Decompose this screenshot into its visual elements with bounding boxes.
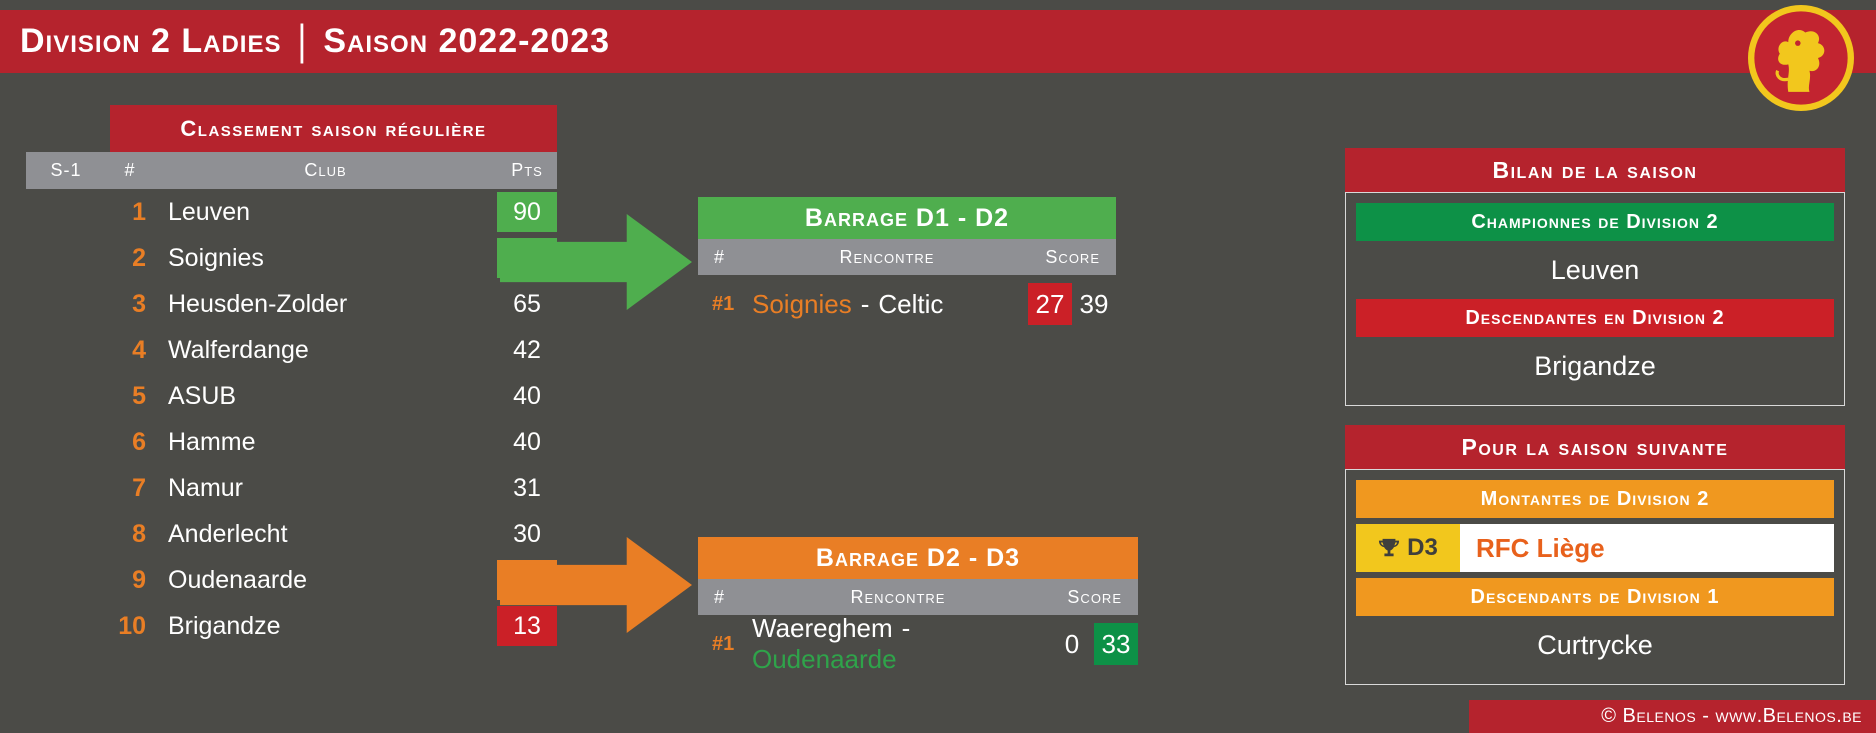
bilan-panel: Championnes de Division 2 Leuven Descend…: [1345, 192, 1845, 406]
points-cell: 40: [513, 427, 541, 456]
points-cell: 65: [513, 289, 541, 318]
col-header-rencontre: Rencontre: [839, 246, 935, 267]
rank: 6: [132, 427, 146, 456]
match-row: #1 Waereghem-Oudenaarde 0 33: [698, 613, 1138, 675]
col-header-rank: #: [124, 160, 136, 180]
home-score: 27: [1028, 283, 1072, 325]
table-row: 4 Walferdange 42: [26, 327, 557, 373]
page-title: Division 2 Ladies | Saison 2022-2023: [20, 17, 611, 65]
champion-label-bar: Championnes de Division 2: [1356, 203, 1834, 241]
relegated-from-d1-label-bar: Descendants de Division 1: [1356, 578, 1834, 616]
rank: 3: [132, 289, 146, 318]
away-score: 33: [1094, 623, 1138, 665]
col-header-s1: S-1: [50, 160, 82, 180]
col-header-match-num: #: [714, 586, 726, 607]
points-cell: 30: [513, 519, 541, 548]
barrage-d2-d3-panel: Barrage D2 - D3 # Rencontre Score #1 Wae…: [698, 537, 1138, 675]
footer-credit-bar: © Belenos - www.Belenos.be: [1469, 700, 1876, 733]
table-row: 8 Anderlecht 30: [26, 511, 557, 557]
home-team: Waereghem: [752, 613, 893, 643]
col-header-score: Score: [1045, 246, 1100, 267]
col-header-match-num: #: [714, 246, 726, 267]
points-cell: 42: [513, 335, 541, 364]
col-header-pts: Pts: [511, 160, 543, 180]
rank: 7: [132, 473, 146, 502]
next-season-panel-title: Pour la saison suivante: [1345, 425, 1845, 469]
barrage-d1-d2-column-header: # Rencontre Score: [698, 239, 1116, 275]
page-title-right: Saison 2022-2023: [323, 22, 611, 60]
rank: 10: [118, 611, 146, 640]
promoted-label-bar: Montantes de Division 2: [1356, 480, 1834, 518]
division-badge-label: D3: [1407, 534, 1438, 561]
club-name: Hamme: [168, 427, 256, 456]
points-cell: 31: [513, 473, 541, 502]
match-teams: Soignies-Celtic: [752, 289, 1028, 320]
club-name: Leuven: [168, 197, 251, 226]
col-header-club: Club: [304, 160, 347, 180]
division-badge: D3: [1356, 524, 1460, 572]
barrage-d1-d2-title: Barrage D1 - D2: [698, 197, 1116, 239]
rank: 5: [132, 381, 146, 410]
table-row: 6 Hamme 40: [26, 419, 557, 465]
points-cell: 40: [513, 381, 541, 410]
club-name: Oudenaarde: [168, 565, 308, 594]
rank: 9: [132, 565, 146, 594]
away-team: Celtic: [878, 288, 944, 319]
club-name: Brigandze: [168, 611, 281, 640]
rank: 2: [132, 243, 146, 272]
title-separator: |: [297, 17, 308, 65]
table-row: 10 Brigandze 13: [26, 603, 557, 649]
standings-table: 1 Leuven 90 2 Soignies 73 3 Heusden-Zold…: [26, 189, 557, 649]
team-separator: -: [860, 288, 870, 319]
club-name: Walferdange: [168, 335, 309, 364]
relegated-name: Brigandze: [1534, 350, 1656, 381]
club-name: Anderlecht: [168, 519, 288, 548]
table-row: 3 Heusden-Zolder 65: [26, 281, 557, 327]
barrage-d2-d3-column-header: # Rencontre Score: [698, 579, 1138, 615]
barrage-d2-d3-title: Barrage D2 - D3: [698, 537, 1138, 579]
champion-name: Leuven: [1550, 254, 1640, 285]
club-crest-logo: [1748, 5, 1854, 111]
page-title-left: Division 2 Ladies: [20, 22, 282, 60]
match-teams: Waereghem-Oudenaarde: [752, 613, 1050, 675]
promoted-club-name: RFC Liège: [1460, 524, 1834, 572]
trophy-icon: [1379, 538, 1400, 557]
team-separator: -: [901, 613, 911, 643]
club-name: Soignies: [168, 243, 264, 272]
club-name: ASUB: [168, 381, 237, 410]
relegated-from-d1-name: Curtrycke: [1537, 629, 1653, 660]
rank: 4: [132, 335, 146, 364]
home-score: 0: [1064, 628, 1080, 659]
credit-link[interactable]: © Belenos - www.Belenos.be: [1601, 705, 1862, 727]
bilan-panel-title: Bilan de la saison: [1345, 148, 1845, 192]
promoted-row: D3 RFC Liège: [1356, 524, 1834, 572]
match-number: #1: [712, 292, 735, 315]
relegated-label-bar: Descendantes en Division 2: [1356, 299, 1834, 337]
next-season-panel: Montantes de Division 2 D3 RFC Liège Des…: [1345, 469, 1845, 685]
match-number: #1: [712, 632, 735, 655]
barrage-d1-d2-panel: Barrage D1 - D2 # Rencontre Score #1 Soi…: [698, 197, 1116, 333]
table-row: 1 Leuven 90: [26, 189, 557, 235]
club-name: Namur: [168, 473, 244, 502]
rank: 8: [132, 519, 146, 548]
table-row: 9 Oudenaarde 15: [26, 557, 557, 603]
table-row: 2 Soignies 73: [26, 235, 557, 281]
points-cell: 90: [497, 192, 557, 232]
club-name: Heusden-Zolder: [168, 289, 348, 318]
title-bar: Division 2 Ladies | Saison 2022-2023: [0, 10, 1876, 73]
rank: 1: [132, 197, 146, 226]
points-cell: 13: [497, 606, 557, 646]
col-header-score: Score: [1067, 586, 1122, 607]
standings-column-header: S-1 # Club Pts: [26, 152, 557, 189]
match-row: #1 Soignies-Celtic 27 39: [698, 275, 1116, 333]
col-header-rencontre: Rencontre: [850, 586, 946, 607]
away-team: Oudenaarde: [752, 644, 897, 674]
table-row: 5 ASUB 40: [26, 373, 557, 419]
table-row: 7 Namur 31: [26, 465, 557, 511]
away-score: 39: [1079, 288, 1109, 319]
standings-title: Classement saison régulière: [110, 105, 557, 152]
home-team: Soignies: [752, 288, 852, 319]
